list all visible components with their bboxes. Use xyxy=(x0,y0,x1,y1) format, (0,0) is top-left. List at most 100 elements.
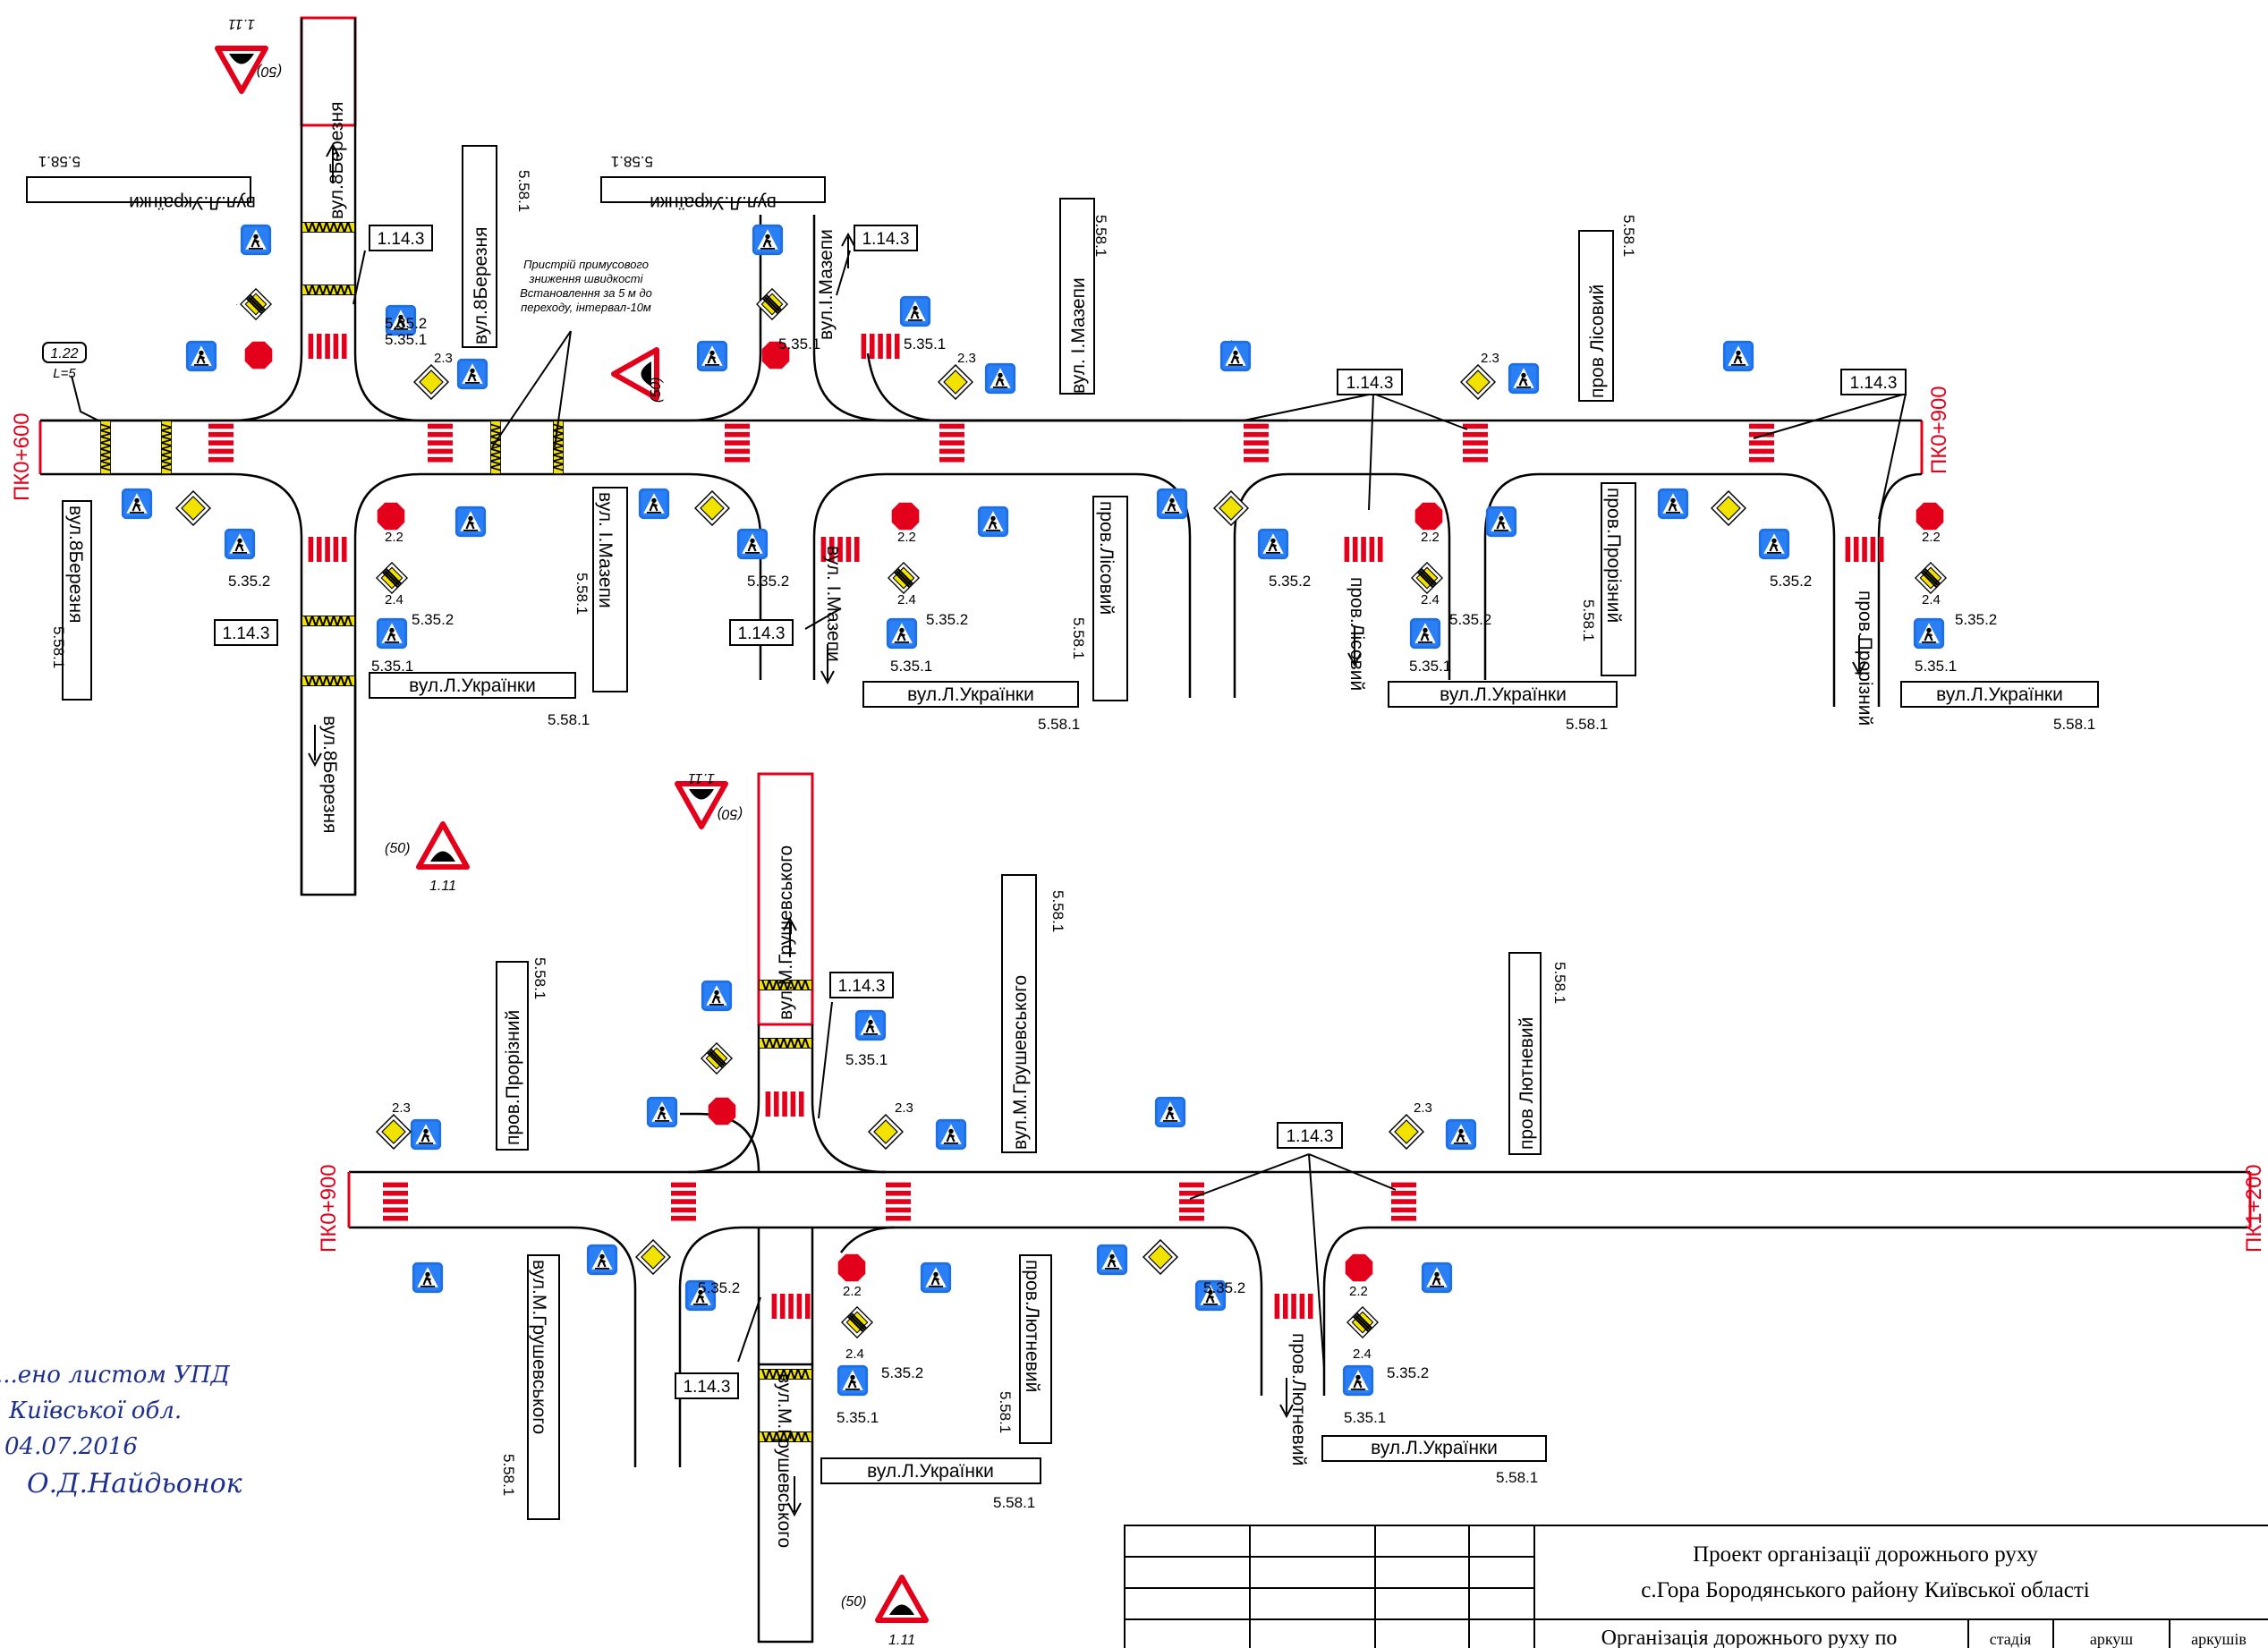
pedestrian-crossing-icon xyxy=(1219,340,1252,372)
lower-road-plan xyxy=(347,772,2252,1644)
pedestrian-crossing-icon xyxy=(646,1096,678,1128)
speed-hump-icon xyxy=(419,824,467,867)
leader-lines xyxy=(71,250,1907,1370)
label-5-58-1: 5.58.1 xyxy=(548,711,590,728)
label-2-2: 2.2 xyxy=(1421,530,1440,545)
label-5-58-1: 5.58.1 xyxy=(1049,890,1066,932)
label-2-4: 2.4 xyxy=(845,1346,864,1362)
text-labels: ПК0+600 ПК0+900 ПК0+900 ПК1+200 вул.Л.Ук… xyxy=(10,16,2266,1648)
street-hrushevskoho-3: вул.М.Грушевського xyxy=(529,1260,549,1434)
street-l-ukrainky-3: вул.Л.Українки xyxy=(1440,684,1567,705)
label-5-35-2: 5.35.2 xyxy=(1449,611,1491,628)
pedestrian-crossing-icon xyxy=(736,528,769,560)
priority-road-icon xyxy=(1711,490,1746,526)
marking-labels xyxy=(42,225,1907,1399)
label-2-3: 2.3 xyxy=(957,351,976,366)
pedestrian-crossing-icon xyxy=(1257,528,1289,560)
signature-line-1: ...ено листом УПД xyxy=(0,1362,231,1389)
street-liutnevyi-3: пров.Лютневий xyxy=(1288,1333,1309,1465)
chainage-pk0-600: ПК0+600 xyxy=(10,412,34,501)
label-1-14-3: 1.14.3 xyxy=(223,624,270,643)
stop-sign-icon xyxy=(377,502,405,531)
pedestrian-crossing-icon xyxy=(1913,617,1945,650)
label-2-4: 2.4 xyxy=(1353,1346,1372,1362)
stop-sign-icon xyxy=(244,341,273,370)
street-mazepy-3: вул. І.Мазепи xyxy=(595,492,616,608)
chainage-pk0-900-lower: ПК0+900 xyxy=(317,1164,341,1253)
street-8-bereznya-1: вул.8Березня xyxy=(327,102,347,219)
label-5-35-2: 5.35.2 xyxy=(881,1364,923,1381)
label-5-35-2: 5.35.2 xyxy=(1955,611,1997,628)
label-1-14-3: 1.14.3 xyxy=(1850,374,1898,393)
label-5-35-1: 5.35.1 xyxy=(1344,1409,1386,1426)
label-5-35-1: 5.35.1 xyxy=(904,336,946,353)
project-title-line-1: Проект організації дорожнього руху xyxy=(1693,1542,2038,1567)
end-of-priority-icon xyxy=(240,288,272,320)
label-5-35-2: 5.35.2 xyxy=(926,611,968,628)
end-of-priority-icon xyxy=(376,562,408,594)
street-liutnevyi-2: пров.Лютневий xyxy=(1022,1260,1042,1392)
label-1-14-3: 1.14.3 xyxy=(862,230,910,249)
label-5-35-1: 5.35.1 xyxy=(778,336,820,353)
label-5-58-1: 5.58.1 xyxy=(997,1391,1014,1433)
label-5-35-1: 5.35.1 xyxy=(1915,658,1957,675)
street-lisovyi-1: пров Лісовий xyxy=(1587,285,1608,398)
end-of-priority-icon xyxy=(1346,1306,1379,1338)
pedestrian-crossing-icon xyxy=(886,617,918,650)
pedestrian-crossing-icon xyxy=(456,358,488,390)
pedestrian-crossing-icon xyxy=(977,505,1009,538)
label-1-11: 1.11 xyxy=(888,1633,915,1648)
pedestrian-crossing-icon xyxy=(224,528,256,560)
note-line-4: переходу, інтервал-10м xyxy=(521,301,651,314)
pedestrian-crossing-icon xyxy=(1722,340,1754,372)
label-1-11: 1.11 xyxy=(228,16,255,31)
label-5-35-1: 5.35.1 xyxy=(845,1051,888,1068)
priority-road-icon xyxy=(1460,364,1496,400)
pedestrian-crossing-icon xyxy=(920,1261,952,1294)
pedestrian-crossing-icon xyxy=(454,505,487,538)
label-5-35-2: 5.35.2 xyxy=(385,315,427,332)
pedestrian-crossing-icon xyxy=(1508,362,1540,395)
label-5-58-1: 5.58.1 xyxy=(1566,716,1608,733)
pedestrian-crossing-icon xyxy=(1657,488,1689,520)
pedestrian-crossing-icon xyxy=(1485,505,1517,538)
label-2-3: 2.3 xyxy=(1414,1100,1432,1116)
pedestrian-crossing-icon xyxy=(240,224,272,256)
street-l-ukrainky-5: вул.Л.Українки xyxy=(867,1461,994,1482)
label-5-58-1: 5.58.1 xyxy=(1620,215,1637,257)
stop-sign-icon xyxy=(1915,502,1944,531)
label-5-35-2: 5.35.2 xyxy=(698,1279,740,1296)
street-mazepy-4: вул. І.Мазепи xyxy=(823,546,844,662)
street-l-ukrainky-mirror-1: вул.Л.Українки xyxy=(129,192,256,213)
speed-hump-icon xyxy=(878,1577,926,1620)
label-2-2: 2.2 xyxy=(1922,530,1941,545)
label-5-35-2: 5.35.2 xyxy=(412,611,454,628)
pedestrian-crossing-icon xyxy=(1445,1118,1477,1151)
pedestrian-crossing-icon xyxy=(376,617,408,650)
label-1-11: 1.11 xyxy=(688,770,715,786)
pedestrian-crossing-icon xyxy=(854,1009,887,1041)
street-hrushevskoho-2: вул.М.Грушевського xyxy=(1010,975,1031,1150)
pedestrian-crossing-icon xyxy=(236,304,237,305)
label-1-14-3: 1.14.3 xyxy=(684,1378,731,1397)
stop-sign-icon xyxy=(837,1253,866,1282)
label-5-35-1: 5.35.1 xyxy=(385,331,427,348)
label-5-58-1: 5.58.1 xyxy=(515,170,532,212)
end-of-priority-icon xyxy=(888,562,920,594)
label-1-14-3: 1.14.3 xyxy=(1287,1127,1334,1146)
pedestrian-crossing-icon xyxy=(410,1118,442,1151)
pedestrian-crossing-icon xyxy=(899,295,931,327)
label-1-14-3: 1.14.3 xyxy=(838,977,886,996)
label-2-2: 2.2 xyxy=(897,530,916,545)
pedestrian-crossing-icon xyxy=(1231,340,1232,341)
label-dist-50: (50) xyxy=(385,841,410,856)
street-lisovyi-3: пров.Лісовий xyxy=(1346,577,1367,691)
priority-road-icon xyxy=(868,1114,904,1150)
pedestrian-crossing-icon xyxy=(696,340,728,372)
pedestrian-crossing-icon xyxy=(1342,1364,1374,1397)
street-proriznyi-2: пров.Прорізний xyxy=(1855,590,1875,726)
signature-line-3: 04.07.2016 xyxy=(4,1433,138,1460)
end-of-priority-icon xyxy=(1411,562,1443,594)
label-5-58-1: 5.58.1 xyxy=(1070,617,1087,659)
